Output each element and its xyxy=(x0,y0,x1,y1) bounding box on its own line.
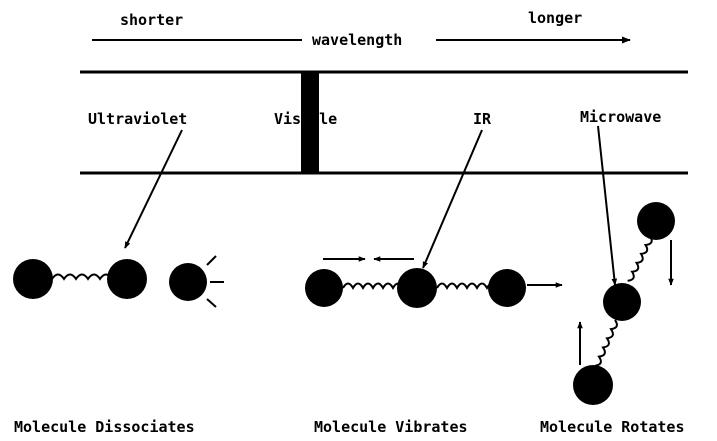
dissociates-caption: Molecule Dissociates xyxy=(14,418,195,436)
longer-label: longer xyxy=(528,9,582,27)
ultraviolet-label: Ultraviolet xyxy=(88,110,187,128)
bond-spring xyxy=(595,320,619,367)
atom xyxy=(107,259,147,299)
dissociating-molecule xyxy=(13,256,224,307)
vibrates-caption: Molecule Vibrates xyxy=(314,418,468,436)
bond-spring xyxy=(628,236,654,282)
ir-pointer-arrow xyxy=(423,130,482,268)
atom xyxy=(603,283,641,321)
ultraviolet-pointer-arrow xyxy=(125,130,182,248)
motion-line xyxy=(207,256,216,265)
atom xyxy=(305,269,343,307)
atom xyxy=(397,268,437,308)
wavelength-label: wavelength xyxy=(312,31,402,49)
visible-label: Visible xyxy=(274,110,337,128)
ir-label: IR xyxy=(473,110,492,128)
atom xyxy=(488,269,526,307)
shorter-label: shorter xyxy=(120,11,183,29)
microwave-pointer-arrow xyxy=(598,126,615,285)
motion-line xyxy=(207,299,216,307)
bond-spring xyxy=(343,284,403,289)
rotating-molecule xyxy=(573,202,675,405)
rotates-caption: Molecule Rotates xyxy=(540,418,685,436)
atom xyxy=(637,202,675,240)
atom xyxy=(573,365,613,405)
vibrating-molecule xyxy=(305,259,562,308)
bond-spring xyxy=(437,284,497,289)
atom xyxy=(13,259,53,299)
bond-spring xyxy=(52,275,112,280)
microwave-label: Microwave xyxy=(580,108,661,126)
detached-atom xyxy=(169,263,207,301)
